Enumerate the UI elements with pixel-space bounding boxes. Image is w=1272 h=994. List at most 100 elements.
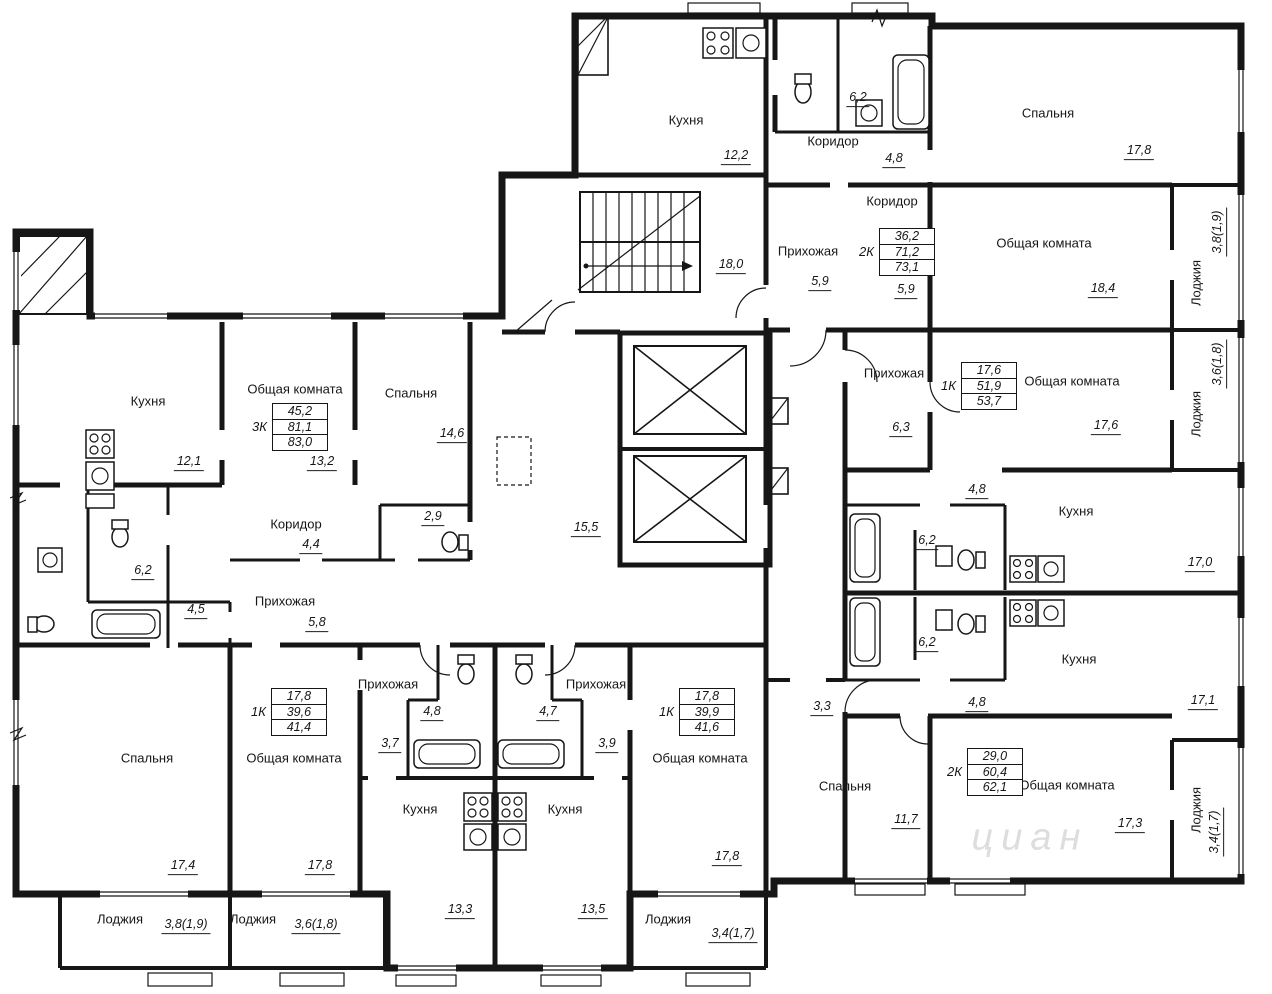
window-sills bbox=[147, 2, 1026, 987]
toilet-icon bbox=[457, 654, 475, 685]
staircase bbox=[577, 191, 701, 293]
room-label-bedroom-top-right: Спальня bbox=[1021, 105, 1075, 121]
room-label-bedroom-17-4: Спальня bbox=[120, 750, 174, 766]
bathtub-icon bbox=[413, 739, 481, 769]
stove-icon bbox=[463, 792, 493, 822]
room-label-kitchen-17-1: Кухня bbox=[1061, 651, 1097, 667]
bathtub-icon bbox=[892, 54, 930, 130]
area-value: 60,4 bbox=[967, 763, 1022, 780]
room-area: 3,8(1,9) bbox=[161, 917, 211, 934]
room-label-hall-5-9: Прихожая bbox=[777, 243, 839, 259]
total-area-value: 41,4 bbox=[271, 719, 326, 735]
toilet-icon bbox=[515, 654, 533, 685]
apartment-table-3k-left: 3К 45,2 81,1 83,0 bbox=[251, 403, 328, 451]
room-area: 11,7 bbox=[891, 812, 921, 829]
room-area: 17,0 bbox=[1184, 555, 1216, 572]
room-label-living-18-4: Общая комната bbox=[996, 235, 1092, 251]
stove-icon bbox=[702, 27, 734, 59]
area-value: 39,9 bbox=[679, 703, 734, 720]
stair-direction-arrow bbox=[682, 261, 693, 271]
room-label-hall-4-7: Прихожая bbox=[565, 676, 627, 692]
elevator-1 bbox=[633, 345, 747, 435]
living-area-value: 17,8 bbox=[694, 689, 720, 703]
room-area: 17,8 bbox=[304, 858, 336, 875]
wall-break-marks bbox=[9, 8, 888, 742]
room-label-kitchen-12-1: Кухня bbox=[130, 393, 166, 409]
bathtub-icon bbox=[849, 597, 881, 667]
room-area: 4,8 bbox=[882, 151, 906, 168]
room-area: 4,8 bbox=[420, 704, 444, 721]
sink-icon bbox=[935, 545, 953, 567]
room-label-hall-6-3: Прихожая bbox=[863, 365, 925, 381]
total-area-value: 41,6 bbox=[679, 719, 734, 735]
room-label-kitchen-13-3: Кухня bbox=[402, 801, 438, 817]
room-area: 3,6(1,8) bbox=[291, 917, 341, 934]
apartment-type: 3К bbox=[251, 419, 268, 435]
room-area: 4,4 bbox=[299, 537, 323, 554]
elevator-2 bbox=[633, 455, 747, 543]
bathtub-icon bbox=[497, 739, 565, 769]
room-area: 17,6 bbox=[1090, 418, 1122, 435]
room-area: 14,6 bbox=[436, 426, 468, 443]
room-label-living-17-3: Общая комната bbox=[1019, 777, 1115, 793]
room-area: 6,2 bbox=[846, 90, 870, 107]
room-area: 3,4(1,7) bbox=[1207, 807, 1224, 857]
living-area-value: 17,6 bbox=[976, 363, 1002, 377]
room-area: 5,9 bbox=[808, 274, 832, 291]
apartment-table-2k-bottom-right: 2К 29,0 60,4 62,1 bbox=[946, 748, 1023, 796]
bathtub-icon bbox=[849, 513, 881, 583]
area-value: 51,9 bbox=[961, 377, 1016, 394]
bathtub-icon bbox=[91, 609, 161, 639]
elevator-shaft bbox=[617, 330, 773, 568]
room-area: 3,6(1,8) bbox=[1210, 339, 1227, 389]
room-area: 4,8 bbox=[965, 482, 989, 499]
room-area: 4,8 bbox=[965, 695, 989, 712]
total-area-value: 62,1 bbox=[967, 779, 1022, 795]
room-area: 18,4 bbox=[1087, 281, 1119, 298]
sink-icon bbox=[1037, 555, 1065, 583]
sink-icon bbox=[935, 609, 953, 631]
duct-dashed-box bbox=[496, 436, 532, 486]
room-area: 3,9 bbox=[595, 736, 619, 753]
apartment-table-1k-right: 1К 17,6 51,9 53,7 bbox=[940, 362, 1017, 410]
room-label-loggia-b2: Лоджия bbox=[229, 911, 277, 927]
room-label-kitchen-top: Кухня bbox=[668, 112, 704, 128]
room-label-corridor-4-4: Коридор bbox=[270, 516, 322, 532]
room-area: 13,5 bbox=[577, 902, 609, 919]
room-area: 13,3 bbox=[444, 902, 476, 919]
room-label-living-17-8-mid: Общая комната bbox=[652, 750, 748, 766]
toilet-icon bbox=[111, 519, 129, 548]
room-label-loggia-b1: Лоджия bbox=[96, 911, 144, 927]
apartment-table-2k-top: 2К 36,2 71,2 73,1 bbox=[858, 228, 935, 276]
room-area-stairs: 18,0 bbox=[715, 257, 747, 274]
room-label-corridor-top: Коридор bbox=[807, 133, 859, 149]
apartment-type: 1К bbox=[250, 704, 267, 720]
area-value: 71,2 bbox=[879, 243, 934, 260]
room-label-hall-4-8-left: Прихожая bbox=[357, 676, 419, 692]
room-area: 17,4 bbox=[167, 858, 199, 875]
total-area-value: 73,1 bbox=[879, 259, 934, 275]
washing-machine-icon bbox=[855, 99, 883, 127]
room-area: 6,3 bbox=[889, 420, 913, 437]
vent-shafts bbox=[18, 16, 789, 495]
room-area: 3,8(1,9) bbox=[1210, 207, 1227, 257]
counter-icon bbox=[85, 493, 115, 509]
living-area-value: 17,8 bbox=[286, 689, 312, 703]
sink-icon bbox=[463, 823, 493, 851]
area-value: 39,6 bbox=[271, 703, 326, 720]
room-area: 13,2 bbox=[306, 454, 338, 471]
interior-walls bbox=[16, 16, 1241, 970]
room-area: 2,9 bbox=[421, 509, 445, 526]
sink-icon bbox=[85, 461, 115, 491]
apartment-type: 2К bbox=[946, 764, 963, 780]
room-label-living-17-6: Общая комната bbox=[1024, 373, 1120, 389]
sink-icon bbox=[735, 27, 767, 59]
room-area: 12,2 bbox=[720, 148, 752, 165]
room-area: 17,3 bbox=[1114, 816, 1146, 833]
apartment-type: 2К bbox=[858, 244, 875, 260]
apartment-type: 1К bbox=[940, 378, 957, 394]
room-label-loggia-r1: Лоджия bbox=[1188, 259, 1204, 307]
room-area: 17,8 bbox=[1123, 143, 1155, 160]
